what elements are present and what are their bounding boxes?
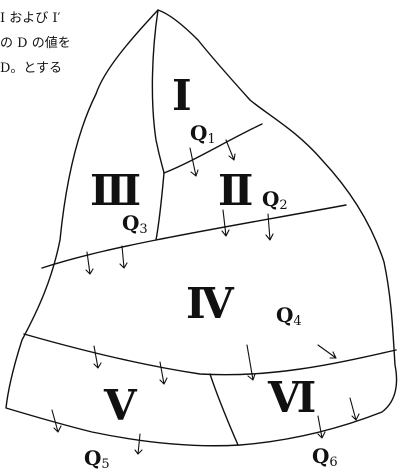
caption-line-3: D。とする xyxy=(0,61,63,76)
flow-Q6-subscript: 6 xyxy=(329,455,337,470)
region-IV-label: Ⅳ xyxy=(186,279,235,328)
flow-Q5-label: Q5 xyxy=(84,446,110,472)
flow-Q3-subscript: 3 xyxy=(139,222,147,237)
arrow-down-icon xyxy=(189,147,199,177)
arrow-down-icon xyxy=(119,245,128,269)
flow-Q6-label: Q6 xyxy=(312,444,338,470)
drainage-arrows xyxy=(51,139,360,455)
arrow-down-icon xyxy=(134,433,143,455)
flow-Q4-letter: Q xyxy=(276,303,293,327)
arrow-down-icon xyxy=(85,251,94,275)
caption-line-1: I および I′ xyxy=(0,11,61,26)
arrow-down-icon xyxy=(93,345,102,369)
flow-Q3-letter: Q xyxy=(122,211,139,235)
region-VI-label: Ⅵ xyxy=(267,373,315,422)
flow-Q2-label: Q2 xyxy=(262,187,288,213)
divider-I-II xyxy=(163,123,263,174)
region-V-label: Ⅴ xyxy=(103,381,138,430)
flow-Q5-subscript: 5 xyxy=(101,457,109,472)
flow-Q3-label: Q3 xyxy=(122,211,148,237)
arrow-down-icon xyxy=(265,213,274,241)
region-III-label: Ⅲ xyxy=(90,166,140,215)
outer-boundary xyxy=(5,9,398,447)
divider-ridge-top xyxy=(151,9,165,174)
flow-Q4-label: Q4 xyxy=(276,303,302,329)
arrow-down-icon xyxy=(221,209,230,237)
divider-upper-band xyxy=(41,204,347,269)
arrow-down-icon xyxy=(246,344,256,381)
caption-line-2: の D の値を xyxy=(0,36,71,51)
arrow-down-icon xyxy=(159,361,168,385)
divider-II-III xyxy=(155,172,165,241)
divider-V-VI xyxy=(209,373,239,446)
divider-lower-band xyxy=(23,333,397,376)
arrow-down-icon xyxy=(51,409,62,433)
arrow-down-icon xyxy=(317,415,326,439)
flow-Q6-letter: Q xyxy=(312,444,329,468)
caption-text: I および I′ の D の値を D。とする xyxy=(0,6,128,81)
flow-Q4-subscript: 4 xyxy=(293,314,301,329)
flow-Q1-letter: Q xyxy=(190,121,207,145)
flow-Q1-label: Q1 xyxy=(190,121,216,147)
flow-Q2-letter: Q xyxy=(262,187,279,211)
arrow-down-icon xyxy=(225,139,236,161)
flow-Q1-subscript: 1 xyxy=(207,132,215,147)
arrow-down-icon xyxy=(317,344,337,359)
flow-Q2-subscript: 2 xyxy=(279,198,287,213)
arrow-down-icon xyxy=(349,397,360,421)
region-II-label: Ⅱ xyxy=(218,166,252,215)
flow-Q5-letter: Q xyxy=(84,446,101,470)
region-I-label: Ⅰ xyxy=(172,71,190,120)
